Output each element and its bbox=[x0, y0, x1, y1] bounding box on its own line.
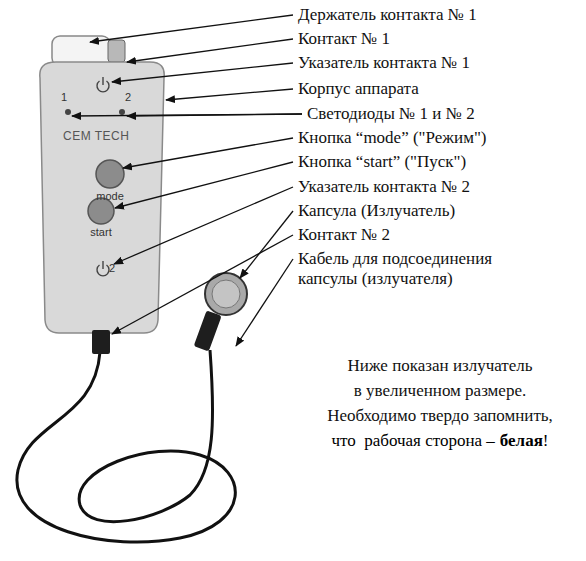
callout-label: Кнопка “start” ("Пуск") bbox=[298, 152, 466, 172]
power-symbol bbox=[97, 261, 109, 276]
note-line: что рабочая сторона – белая! bbox=[331, 431, 548, 451]
leader-line bbox=[72, 114, 302, 116]
mode-button bbox=[96, 160, 124, 188]
cable bbox=[17, 350, 235, 542]
leader-line bbox=[166, 89, 293, 100]
brand-name: CEM TECH bbox=[63, 129, 129, 143]
callout-label: Кабель для подсоединения капсулы (излуча… bbox=[298, 249, 528, 289]
led-number: 1 bbox=[61, 91, 67, 104]
button-label: mode bbox=[96, 190, 124, 203]
emphasis-word: белая bbox=[500, 431, 543, 450]
leader-line bbox=[112, 63, 293, 82]
leader-line bbox=[127, 114, 302, 116]
leader-line bbox=[115, 162, 293, 208]
note-text: что рабочая сторона – bbox=[331, 431, 494, 450]
callout-label: Корпус аппарата bbox=[298, 79, 419, 99]
callout-label: Капсула (Излучатель) bbox=[298, 201, 455, 221]
callout-label: Контакт № 1 bbox=[298, 29, 390, 49]
device-body bbox=[40, 62, 164, 333]
callout-label: Светодиоды № 1 и № 2 bbox=[307, 104, 475, 124]
capsule-plug bbox=[194, 310, 222, 351]
contact-1 bbox=[108, 40, 125, 62]
note-line: Ниже показан излучатель bbox=[347, 356, 532, 376]
led bbox=[119, 109, 125, 115]
note-line: Необходимо твердо запомнить, bbox=[327, 406, 553, 426]
callout-label: Указатель контакта № 1 bbox=[298, 53, 470, 73]
leader-line bbox=[112, 235, 293, 334]
button-label: start bbox=[90, 226, 111, 239]
callout-label: Кнопка “mode” ("Режим") bbox=[298, 128, 487, 148]
callout-label: Контакт № 2 bbox=[298, 225, 390, 245]
contact-2-plug bbox=[92, 330, 110, 354]
led bbox=[65, 109, 71, 115]
capsule-face bbox=[212, 280, 240, 308]
leader-line bbox=[123, 138, 293, 168]
led-number: 2 bbox=[125, 91, 131, 104]
power-symbol bbox=[97, 77, 109, 92]
leader-lines bbox=[72, 15, 302, 346]
callout-label: Держатель контакта № 1 bbox=[298, 5, 477, 25]
leader-line bbox=[127, 39, 293, 62]
note-line: в увеличенном размере. bbox=[354, 381, 526, 401]
indicator-number: 2 bbox=[109, 262, 115, 275]
leader-line bbox=[114, 187, 293, 264]
leader-line bbox=[90, 15, 293, 42]
leader-line bbox=[240, 211, 293, 278]
callout-label: Указатель контакта № 2 bbox=[298, 177, 470, 197]
note-text: ! bbox=[543, 431, 549, 450]
leader-line bbox=[236, 259, 293, 346]
